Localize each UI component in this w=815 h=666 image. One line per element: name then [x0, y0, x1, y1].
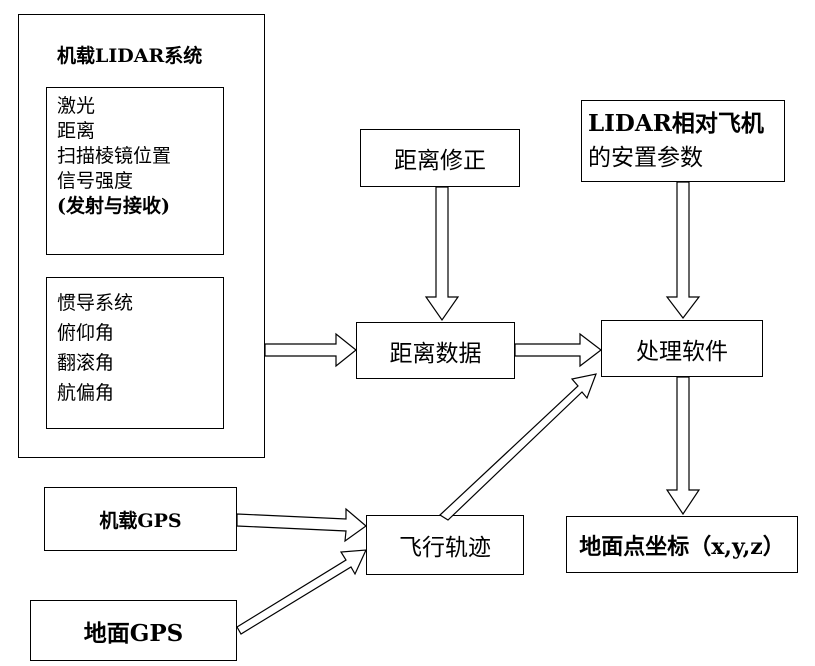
roll-item: 翻滚角 [57, 352, 115, 374]
processing-software-label: 处理软件 [636, 338, 728, 365]
arrow-trajectory-to-processing [439, 373, 597, 521]
arrow-ground-gps-to-trajectory [236, 549, 367, 635]
range-data-label: 距离数据 [389, 340, 482, 367]
lidar-system-title: 机载LIDAR系统 [57, 45, 203, 67]
arrow-processing-to-coords [665, 376, 701, 516]
laser-item: 激光 [57, 95, 96, 117]
range-correction-label: 距离修正 [394, 148, 486, 174]
flight-trajectory-label: 飞行轨迹 [399, 535, 491, 561]
yaw-item: 航偏角 [57, 382, 115, 404]
ins-group-box: 惯导系统 俯仰角 翻滚角 航偏角 [46, 277, 224, 429]
range-item: 距离 [57, 120, 96, 142]
arrow-correction-to-range-data [424, 186, 460, 322]
pitch-item: 俯仰角 [57, 322, 115, 344]
ins-item: 惯导系统 [57, 292, 134, 314]
emit-receive-item: (发射与接收) [57, 195, 170, 217]
arrow-range-data-to-processing [514, 332, 602, 368]
scan-mirror-position-item: 扫描棱镜位置 [57, 145, 172, 167]
airborne-gps-label: 机载GPS [99, 509, 182, 532]
processing-software-box: 处理软件 [601, 320, 763, 377]
ground-coords-label: 地面点坐标（x,y,z） [579, 533, 785, 560]
arrow-mounting-to-processing [665, 181, 701, 319]
signal-strength-item: 信号强度 [57, 170, 134, 192]
ground-coords-box: 地面点坐标（x,y,z） [566, 516, 798, 573]
ground-gps-box: 地面GPS [30, 600, 237, 661]
airborne-gps-box: 机载GPS [44, 487, 237, 551]
range-data-box: 距离数据 [356, 322, 515, 379]
flight-trajectory-box: 飞行轨迹 [366, 515, 524, 575]
laser-group-box: 激光 距离 扫描棱镜位置 信号强度 (发射与接收) [46, 87, 224, 255]
ins-group-list: 惯导系统 俯仰角 翻滚角 航偏角 [57, 288, 133, 408]
ground-gps-label: 地面GPS [83, 619, 184, 647]
laser-group-list: 激光 距离 扫描棱镜位置 信号强度 (发射与接收) [57, 94, 171, 219]
lidar-system-box: 机载LIDAR系统 激光 距离 扫描棱镜位置 信号强度 (发射与接收) 惯导系统… [18, 14, 265, 458]
mounting-params-line-2: 的安置参数 [588, 145, 703, 171]
mounting-params-line-1: LIDAR相对飞机 [588, 110, 764, 137]
arrow-lidar-to-range-data [264, 332, 357, 368]
arrow-airborne-gps-to-trajectory [236, 507, 367, 543]
